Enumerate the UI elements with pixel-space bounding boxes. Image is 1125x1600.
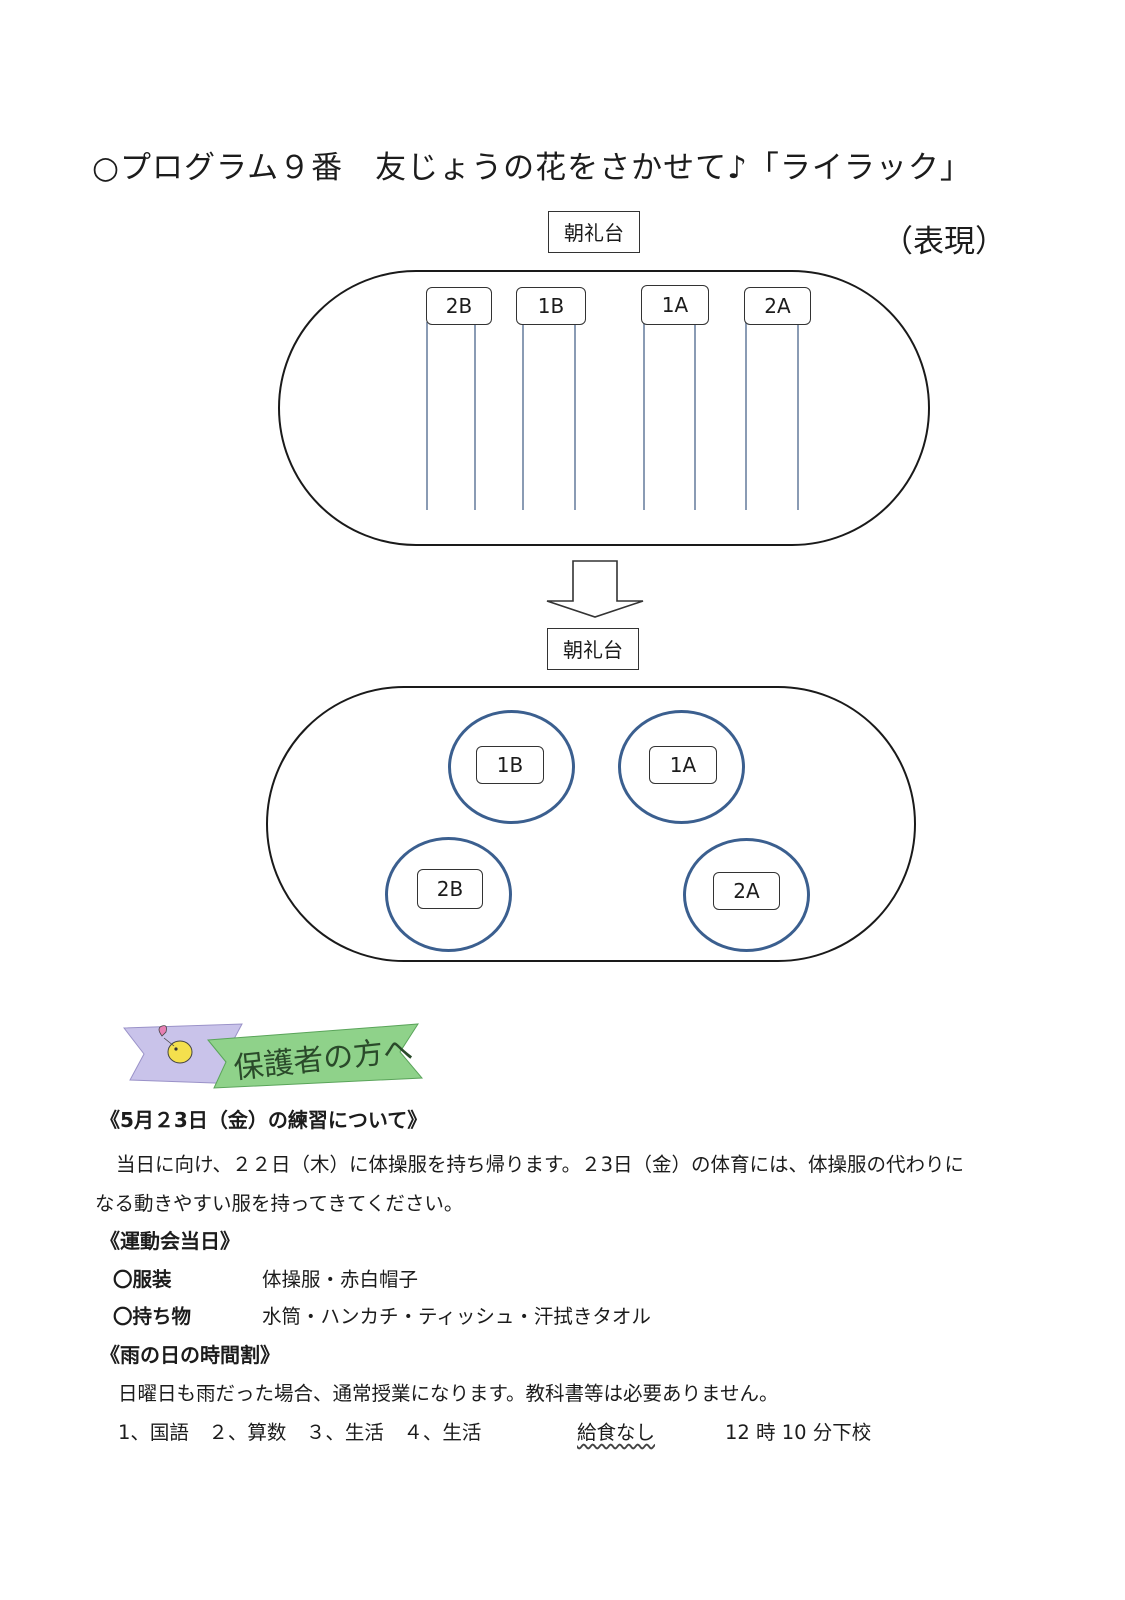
lunch-note: 給食なし xyxy=(577,1421,656,1444)
periods-text: 1、国語 ２、算数 ３、生活 ４、生活 xyxy=(118,1421,482,1444)
paragraph-line: なる動きやすい服を持ってきてください。 xyxy=(95,1192,464,1215)
stage-label: 朝礼台 xyxy=(548,211,640,253)
column-line xyxy=(426,322,428,510)
class-label-1b: 1B xyxy=(476,746,544,784)
class-label-1a: 1A xyxy=(641,285,709,325)
section-heading: 《雨の日の時間割》 xyxy=(100,1343,280,1367)
column-line xyxy=(694,322,696,510)
class-circle-2b xyxy=(385,837,512,952)
column-line xyxy=(797,322,799,510)
column-line xyxy=(745,322,747,510)
class-label-2b: 2B xyxy=(426,287,492,325)
class-circle-1a xyxy=(618,710,745,824)
class-label-1a: 1A xyxy=(649,746,717,784)
class-label-2a: 2A xyxy=(713,872,780,910)
section-heading: 《運動会当日》 xyxy=(100,1229,240,1253)
class-circle-1b xyxy=(448,710,575,824)
class-label-1b: 1B xyxy=(516,287,586,325)
class-circle-2a xyxy=(683,838,810,952)
clothing-label: 〇服装 xyxy=(113,1268,172,1291)
page-title: ○プログラム９番 友じょうの花をさかせて♪「ライラック」 xyxy=(92,150,972,186)
dismissal-time: 12 時 10 分下校 xyxy=(725,1421,872,1444)
formation-field xyxy=(278,270,930,546)
items-value: 水筒・ハンカチ・ティッシュ・汗拭きタオル xyxy=(262,1305,651,1328)
expression-label: （表現） xyxy=(882,224,1006,260)
items-label: 〇持ち物 xyxy=(113,1305,192,1328)
down-arrow-icon xyxy=(546,560,644,618)
column-line xyxy=(522,322,524,510)
class-label-2a: 2A xyxy=(744,287,811,325)
section-heading: 《5月２3日（金）の練習について》 xyxy=(100,1108,428,1132)
paragraph-line: 当日に向け、２２日（木）に体操服を持ち帰ります。２3日（金）の体育には、体操服の… xyxy=(116,1153,964,1176)
clothing-value: 体操服・赤白帽子 xyxy=(262,1268,419,1291)
column-line xyxy=(643,322,645,510)
stage-label: 朝礼台 xyxy=(547,628,639,670)
column-line xyxy=(574,322,576,510)
formation-field xyxy=(266,686,916,962)
parents-banner xyxy=(123,1023,424,1089)
paragraph-line: 日曜日も雨だった場合、通常授業になります。教科書等は必要ありません。 xyxy=(118,1382,779,1405)
class-label-2b: 2B xyxy=(417,869,483,909)
column-line xyxy=(474,322,476,510)
